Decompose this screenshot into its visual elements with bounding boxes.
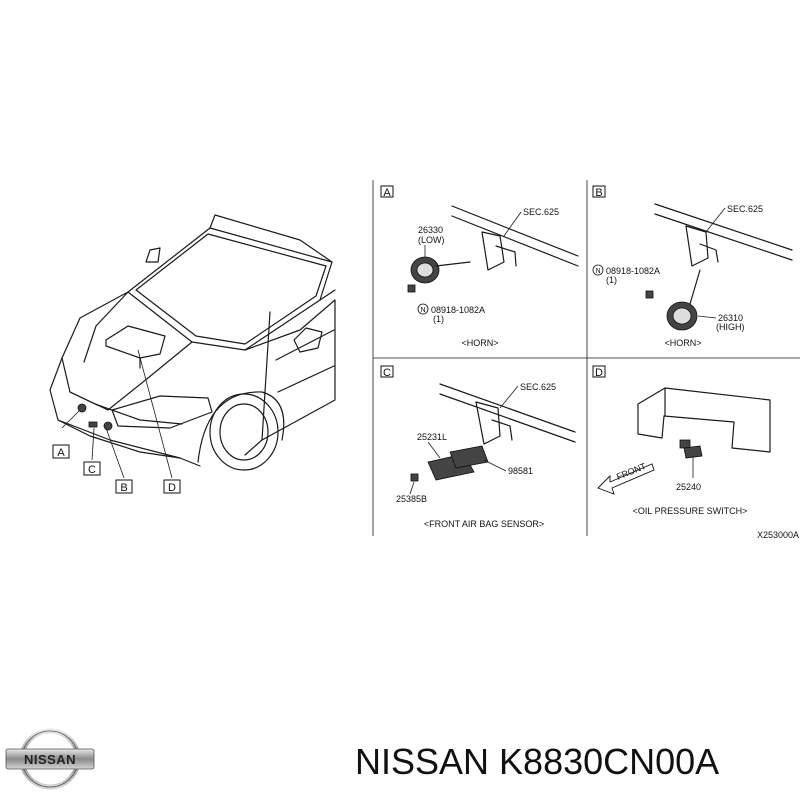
svg-text:98581: 98581 — [508, 466, 533, 476]
svg-text:C: C — [88, 464, 96, 476]
nissan-logo: NISSAN — [5, 728, 95, 790]
svg-text:<FRONT AIR BAG SENSOR>: <FRONT AIR BAG SENSOR> — [424, 519, 544, 529]
panel-c: C SEC.625 25231L 98581 25385B <FRONT AIR… — [380, 365, 576, 529]
svg-text:D: D — [595, 367, 603, 379]
svg-text:SEC.625: SEC.625 — [523, 207, 559, 217]
panel-a: A SEC.625 26330 (LOW) N 08918-1082A (1) … — [380, 185, 579, 348]
svg-text:08918-1082A: 08918-1082A — [606, 266, 660, 276]
car-callout-b: B — [115, 479, 133, 494]
svg-text:N: N — [595, 268, 600, 275]
svg-text:A: A — [383, 187, 391, 199]
svg-text:B: B — [595, 187, 602, 199]
svg-text:SEC.625: SEC.625 — [727, 204, 763, 214]
svg-text:08918-1082A: 08918-1082A — [431, 305, 485, 315]
svg-text:A: A — [57, 447, 65, 459]
part-number-caption: NISSAN K8830CN00A — [355, 741, 720, 782]
panel-b: B SEC.625 N 08918-1082A (1) 26310 (HIGH)… — [592, 185, 793, 348]
svg-text:26310: 26310 — [718, 313, 743, 323]
svg-text:(HIGH): (HIGH) — [716, 322, 745, 332]
car-callout-c: C — [83, 461, 101, 476]
svg-text:FRONT: FRONT — [615, 461, 648, 482]
svg-text:(1): (1) — [606, 275, 617, 285]
svg-text:SEC.625: SEC.625 — [520, 382, 556, 392]
svg-text:25240: 25240 — [676, 482, 701, 492]
car-callout-d: D — [163, 479, 181, 494]
svg-text:N: N — [420, 307, 425, 314]
svg-text:NISSAN: NISSAN — [24, 752, 76, 767]
svg-text:D: D — [168, 482, 176, 494]
panel-d: D 25240 FRONT <OIL PRESSURE SWITCH> — [592, 365, 771, 516]
svg-text:<HORN>: <HORN> — [664, 338, 701, 348]
svg-text:(1): (1) — [433, 314, 444, 324]
svg-text:C: C — [383, 367, 391, 379]
svg-text:25231L: 25231L — [417, 432, 447, 442]
svg-text:26330: 26330 — [418, 225, 443, 235]
svg-text:<OIL PRESSURE SWITCH>: <OIL PRESSURE SWITCH> — [633, 506, 748, 516]
car-illustration — [49, 214, 336, 479]
svg-text:B: B — [120, 482, 127, 494]
diagram-code: X253000A — [757, 530, 799, 540]
car-callout-a: A — [52, 444, 70, 459]
svg-text:25385B: 25385B — [396, 494, 427, 504]
panel-grid — [372, 180, 800, 536]
svg-text:(LOW): (LOW) — [418, 235, 445, 245]
svg-text:<HORN>: <HORN> — [461, 338, 498, 348]
